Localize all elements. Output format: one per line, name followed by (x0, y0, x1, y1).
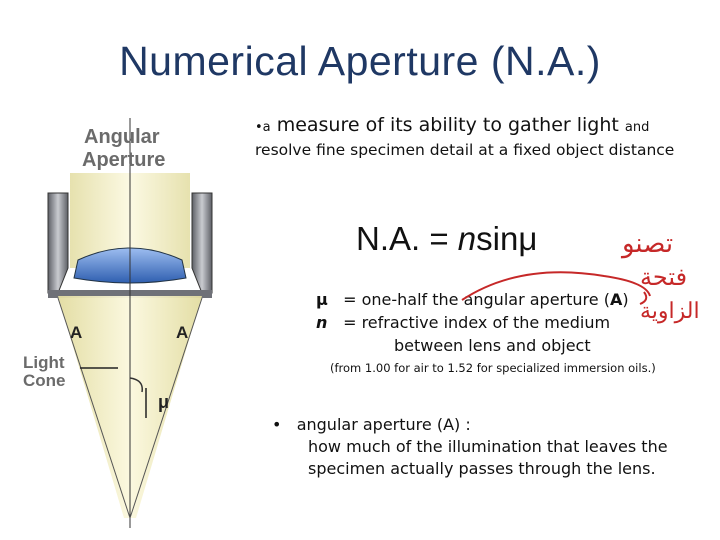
objective-lens-diagram: Angular Aperture A A Light Cone μ (23, 118, 213, 528)
angular-aperture-definition: • angular aperture (A) : how much of the… (272, 415, 668, 478)
mu-label: μ (158, 392, 169, 412)
definition-mu: μ = one-half the angular aperture (A) (316, 290, 629, 309)
objective-housing (47, 192, 69, 294)
handwriting-word-1: تصنو (620, 229, 673, 259)
handwriting-word-3: الزاوية (640, 299, 700, 324)
angular-aperture-heading: Angular (84, 126, 160, 148)
refractive-index-note: (from 1.00 for air to 1.52 for specializ… (330, 361, 656, 375)
label-a-left: A (70, 323, 82, 342)
definition-n-continued: between lens and object (394, 336, 591, 355)
intro-line-1: •a measure of its ability to gather ligh… (255, 114, 650, 136)
label-a-right: A (176, 323, 188, 342)
na-formula: N.A. = nsinμ (356, 220, 538, 257)
intro-line-2: resolve fine specimen detail at a fixed … (255, 141, 675, 159)
svg-text:Aperture: Aperture (82, 149, 165, 171)
svg-text:Cone: Cone (23, 371, 66, 390)
definition-n: n = refractive index of the medium (316, 313, 611, 332)
handwriting-word-2: فتحة (640, 263, 687, 291)
light-cone-label: Light (23, 353, 65, 372)
slide-title: Numerical Aperture (N.A.) (119, 38, 601, 84)
